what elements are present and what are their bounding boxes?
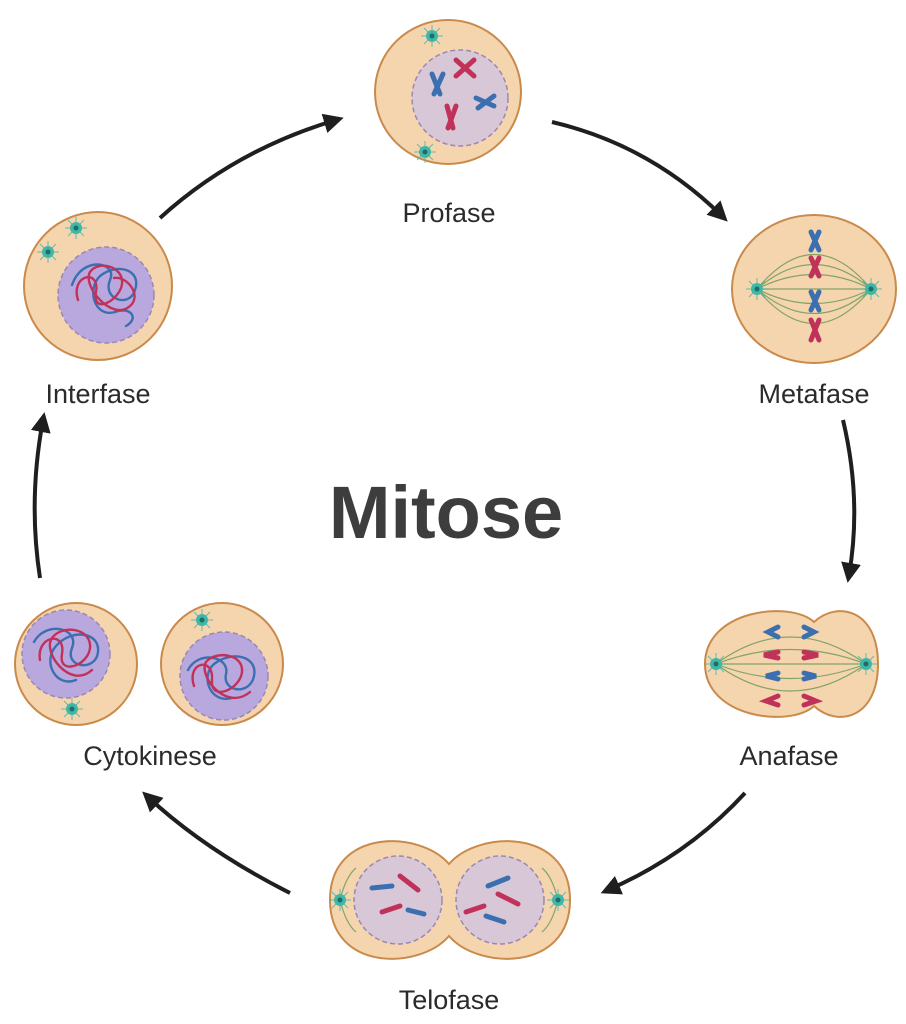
centrosome-icon xyxy=(190,608,214,632)
stage-label-interfase: Interfase xyxy=(45,379,150,409)
arrow-cytokinese-to-interfase xyxy=(30,412,51,579)
centrosome-icon xyxy=(36,240,60,264)
stage-label-cytokinese: Cytokinese xyxy=(83,741,217,771)
cycle-arrows xyxy=(30,113,861,895)
spindle-fiber-icon xyxy=(715,636,867,692)
centrosome-icon xyxy=(64,216,88,240)
arrow-interfase-to-profase xyxy=(158,113,344,220)
centrosome-icon xyxy=(413,140,437,164)
metafase-cell xyxy=(731,214,897,364)
anafase-cell xyxy=(703,610,880,718)
arrow-telofase-to-cytokinese xyxy=(142,791,291,895)
stage-label-profase: Profase xyxy=(402,198,495,228)
diagram-title: Mitose xyxy=(329,471,563,554)
centrosome-icon xyxy=(328,888,352,912)
centrosome-icon xyxy=(420,24,444,48)
arrow-metafase-to-anafase xyxy=(841,419,861,583)
telofase-cell xyxy=(328,840,572,960)
centrosome-icon xyxy=(745,277,769,301)
interfase-cell xyxy=(23,211,173,361)
centrosome-icon xyxy=(60,697,84,721)
stage-label-metafase: Metafase xyxy=(758,379,869,409)
profase-cell xyxy=(374,19,522,165)
centrosome-icon xyxy=(859,277,883,301)
stage-label-anafase: Anafase xyxy=(739,741,838,771)
centrosome-icon xyxy=(854,652,878,676)
arrow-anafase-to-telofase xyxy=(600,791,747,895)
stage-label-telofase: Telofase xyxy=(399,985,500,1015)
centrosome-icon xyxy=(704,652,728,676)
cytokinese-cells xyxy=(14,602,284,726)
centrosome-icon xyxy=(546,888,570,912)
arrow-profase-to-metafase xyxy=(551,120,728,222)
